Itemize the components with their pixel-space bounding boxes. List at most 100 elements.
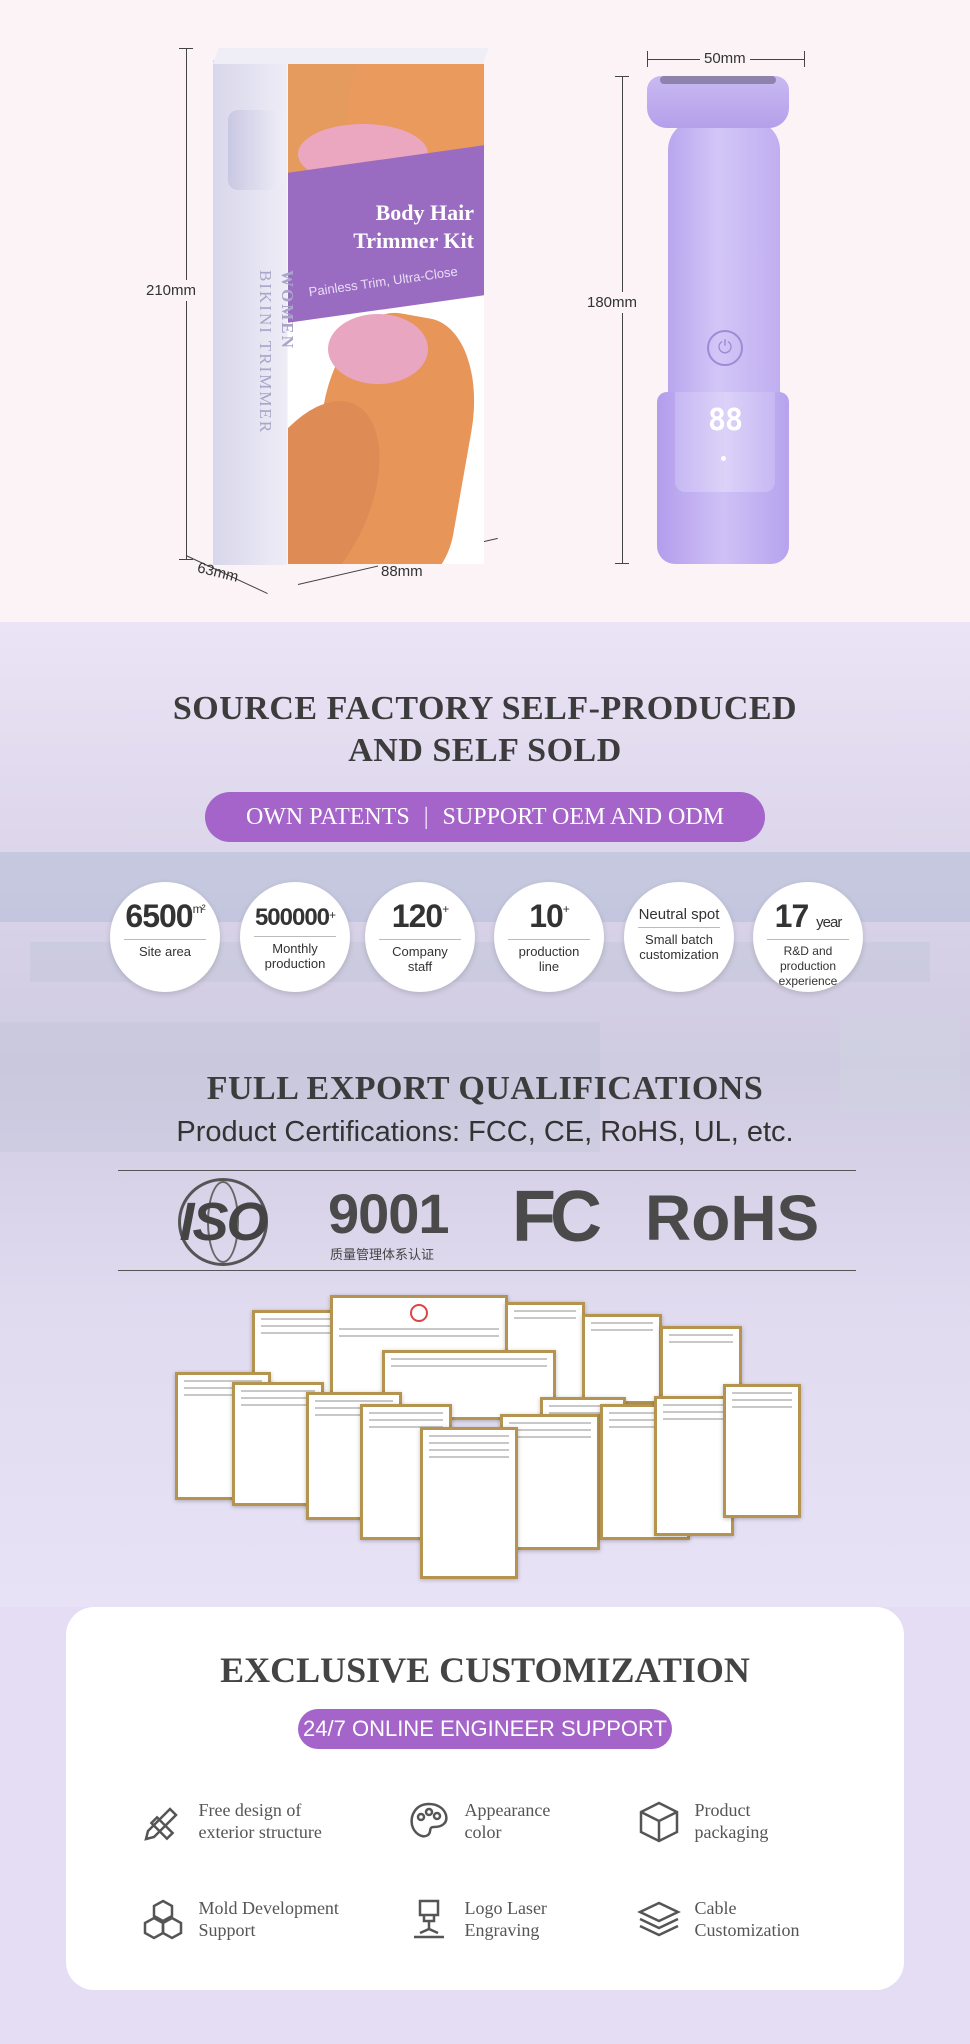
certificate — [723, 1384, 801, 1518]
device-height-line — [622, 76, 623, 564]
power-icon: ⏻ — [707, 330, 743, 366]
factory-bg-sign — [840, 1017, 960, 1112]
feature-line: color — [464, 1822, 502, 1842]
feature-line: Cable — [694, 1898, 737, 1918]
stat-experience: 17 year R&D and production experience — [753, 882, 863, 992]
box-width-label: 88mm — [378, 563, 426, 580]
export-title: FULL EXPORT QUALIFICATIONS — [206, 1070, 764, 1107]
pill-oem-odm: SUPPORT OEM AND ODM — [442, 804, 725, 830]
feature-line: Product — [694, 1800, 751, 1820]
stat-small-batch: Neutral spot Small batch customization — [624, 882, 734, 992]
box-height-label: 210mm — [146, 280, 197, 301]
pill-own-patents: OWN PATENTS — [245, 804, 410, 830]
device-width-cap — [647, 51, 648, 67]
certificate — [420, 1427, 518, 1579]
box-title-line: Body Hair — [375, 200, 474, 225]
stat-label: Company staff — [392, 944, 448, 974]
pencil-ruler-icon — [144, 1807, 178, 1841]
laser-icon — [414, 1899, 444, 1939]
feature-line: packaging — [694, 1822, 769, 1842]
stat-label: production line — [518, 944, 580, 974]
stat-value: 17 — [774, 898, 810, 934]
figure-bikini-lower — [328, 314, 428, 384]
rohs-logo: RoHS — [645, 1182, 820, 1254]
cubes-icon — [143, 1899, 183, 1940]
feature-line: Customization — [694, 1920, 800, 1940]
stat-label: Site area — [138, 944, 192, 959]
trimmer-blade — [660, 76, 776, 84]
box-height-cap — [179, 559, 193, 560]
box-device-illustration — [228, 110, 284, 190]
product-section: 210mm 63mm 88mm Body Hair Trimmer Kit Pa… — [0, 0, 970, 622]
box-title-line: Trimmer Kit — [353, 228, 474, 253]
box-title: Body Hair Trimmer Kit — [304, 199, 474, 255]
stat-value: 10 — [529, 898, 564, 934]
box-front-panel: Body Hair Trimmer Kit Painless Trim, Ult… — [288, 64, 484, 564]
factory-bg-machines — [0, 1022, 600, 1152]
feature-line: Appearance — [464, 1800, 551, 1820]
device-height-label: 180mm — [587, 292, 638, 313]
stat-production-line: 10+ production line — [494, 882, 604, 992]
box-side-line: WOMEN — [278, 270, 297, 350]
stat-value: 500000 — [254, 904, 330, 931]
iso-logo: ISO — [179, 1192, 268, 1252]
layers-icon — [637, 1901, 681, 1937]
customization-title: EXCLUSIVE CUSTOMIZATION — [220, 1650, 750, 1690]
device-height-cap — [615, 76, 629, 77]
box-height-line — [186, 48, 187, 560]
support-pill: 24/7 ONLINE ENGINEER SUPPORT — [298, 1709, 672, 1749]
stat-value: Neutral spot — [638, 906, 720, 923]
feature-line: Mold Development — [198, 1898, 339, 1918]
export-subtitle: Product Certifications: FCC, CE, RoHS, U… — [176, 1116, 794, 1148]
box-top-panel — [213, 48, 489, 64]
stat-company-staff: 120+ Company staff — [365, 882, 475, 992]
device-width-label: 50mm — [700, 50, 750, 67]
stat-unit: + — [442, 902, 449, 916]
divider-bottom — [118, 1270, 856, 1271]
customization-card: EXCLUSIVE CUSTOMIZATION 24/7 ONLINE ENGI… — [66, 1607, 904, 1990]
globe-meridian — [207, 1181, 239, 1263]
led-display: 88 — [707, 403, 743, 438]
stat-site-area: 6500m² Site area — [110, 882, 220, 992]
iso9001-number: 9001 — [328, 1182, 450, 1245]
stat-label: Monthly production — [264, 941, 326, 971]
factory-title-line: AND SELF SOLD — [348, 732, 622, 769]
feature-line: Support — [198, 1920, 256, 1940]
fcc-logo: FC — [512, 1177, 602, 1257]
led-dot — [721, 456, 726, 461]
pill-divider: | — [423, 804, 429, 830]
trimmer-lower-body — [675, 392, 775, 492]
factory-title-line: SOURCE FACTORY SELF-PRODUCED — [172, 690, 798, 727]
certificate — [582, 1314, 662, 1404]
iso-globe-icon — [178, 1178, 268, 1266]
trimmer-head — [647, 76, 789, 128]
device-height-cap — [615, 563, 629, 564]
divider-top — [118, 1170, 856, 1171]
stat-unit: + — [329, 908, 336, 922]
feature-line: Logo Laser — [464, 1898, 547, 1918]
feature-line: exterior structure — [198, 1822, 322, 1842]
certificate — [654, 1396, 734, 1536]
stat-monthly-production: 500000+ Monthly production — [240, 882, 350, 992]
palette-icon — [410, 1802, 448, 1838]
patents-pill: OWN PATENTS | SUPPORT OEM AND ODM — [205, 792, 765, 842]
box-icon — [639, 1801, 679, 1843]
iso9001-caption: 质量管理体系认证 — [330, 1247, 435, 1262]
stat-unit: year — [816, 914, 842, 931]
box-side-line: BIKINI TRIMMER — [256, 270, 275, 435]
stat-value: 6500 — [125, 898, 193, 934]
stat-unit: m² — [192, 902, 206, 916]
factory-title: SOURCE FACTORY SELF-PRODUCED AND SELF SO… — [0, 688, 970, 772]
factory-section: SOURCE FACTORY SELF-PRODUCED AND SELF SO… — [0, 622, 970, 1607]
device-width-cap — [804, 51, 805, 67]
box-side-text: WOMEN BIKINI TRIMMER — [208, 270, 298, 530]
feature-line: Engraving — [464, 1920, 540, 1940]
stat-value: 120 — [391, 898, 443, 934]
box-height-cap — [179, 48, 193, 49]
stat-unit: + — [562, 902, 570, 916]
